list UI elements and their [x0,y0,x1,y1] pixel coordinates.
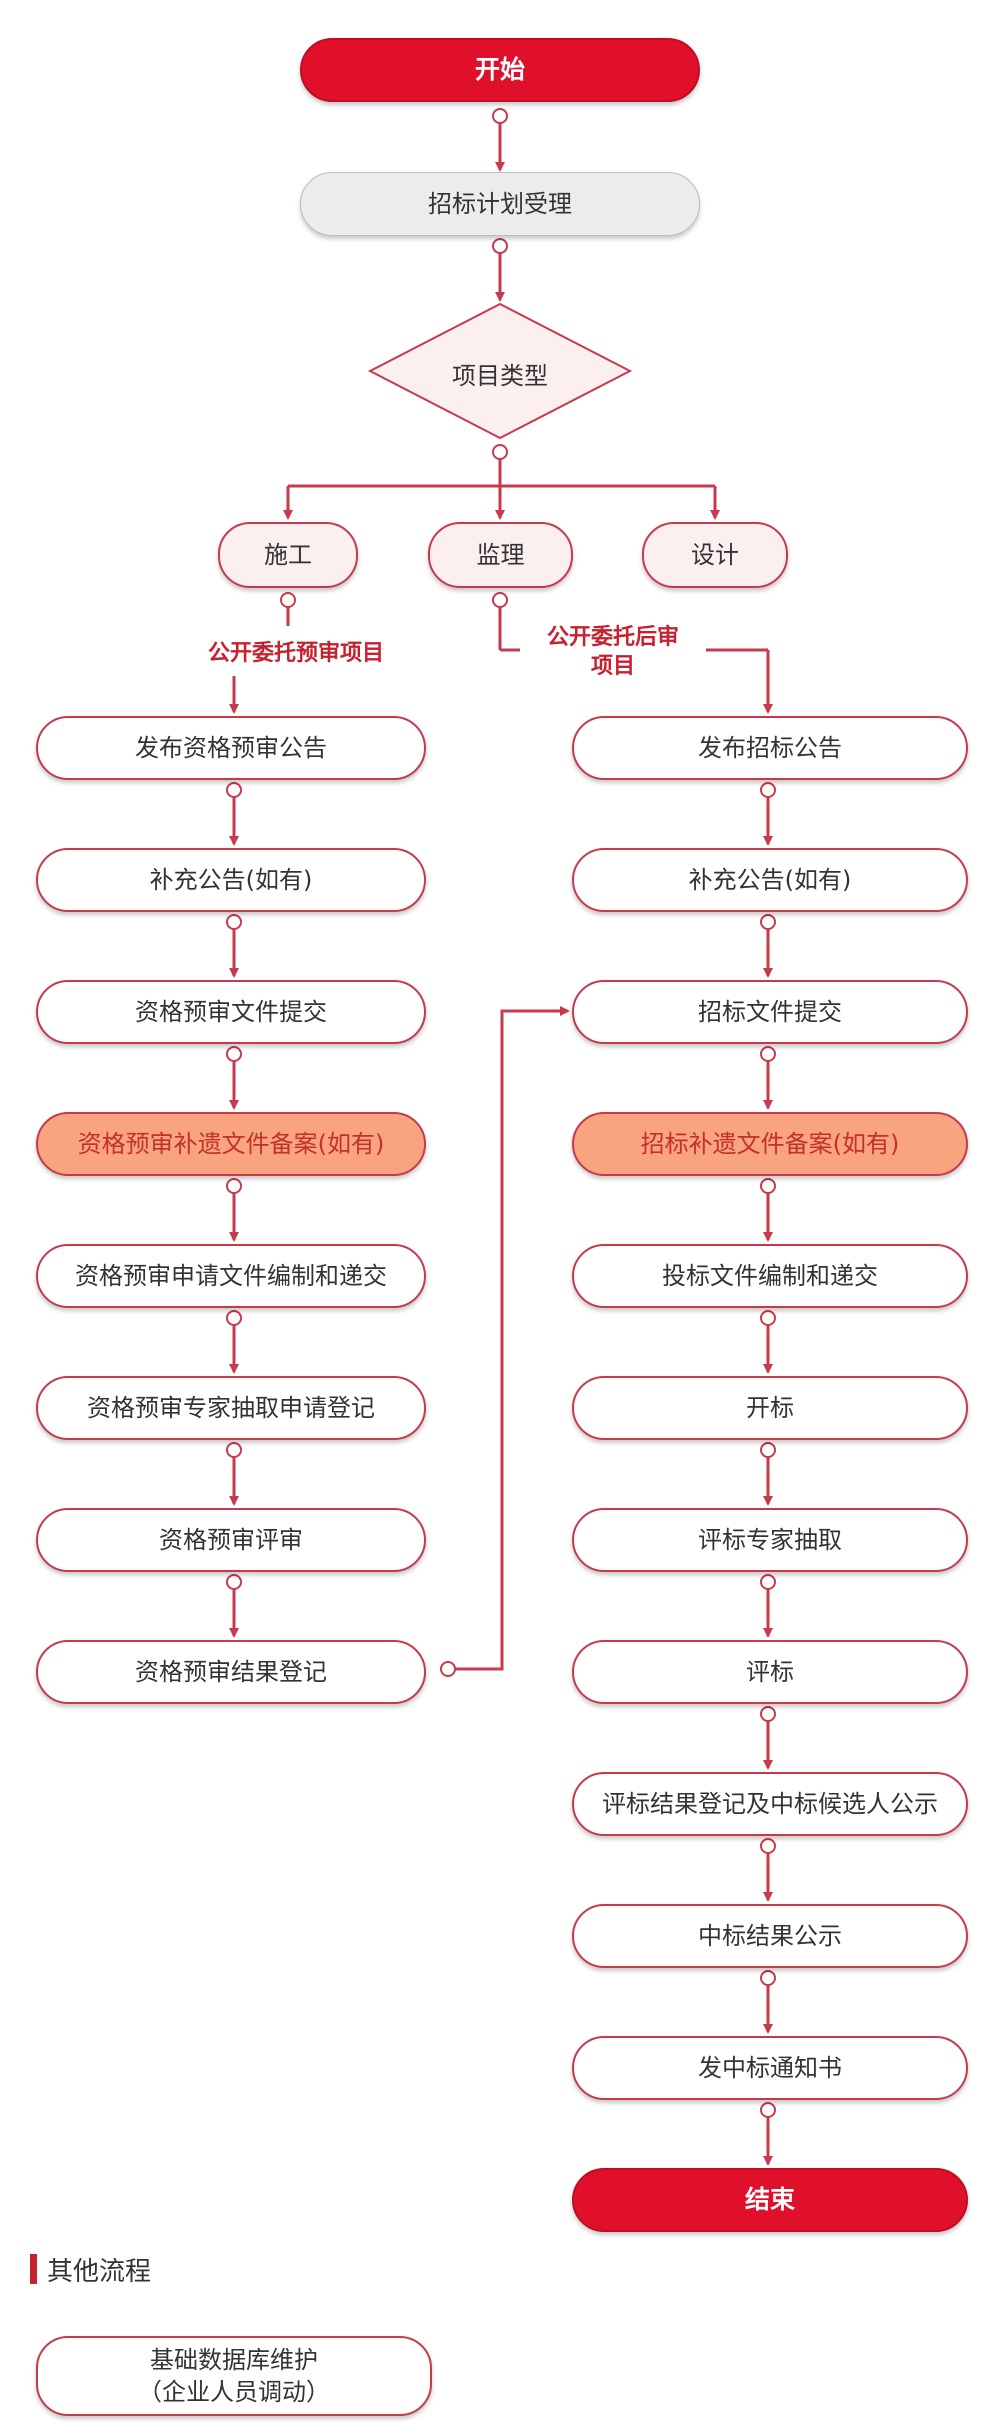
note-post-qualification-line2: 项目 [590,653,635,679]
left-step-label: 发布资格预审公告 [135,733,327,762]
left-step-label: 补充公告(如有) [149,865,313,894]
branch-construction-node[interactable]: 施工 [218,522,358,588]
right-step-label: 补充公告(如有) [688,865,852,894]
decision-diamond[interactable] [367,302,633,440]
left-step-label: 资格预审评审 [159,1525,303,1554]
left-column-connectors [226,782,242,1638]
right-step-result-candidate-publicity[interactable]: 评标结果登记及中标候选人公示 [572,1772,968,1836]
right-step-bid-prepare-submit[interactable]: 投标文件编制和递交 [572,1244,968,1308]
other-item-line2: （企业人员调动） [138,2378,330,2406]
right-step-publish-tender-notice[interactable]: 发布招标公告 [572,716,968,780]
right-column-connectors [760,782,776,2166]
right-step-label: 中标结果公示 [698,1921,842,1950]
left-step-label: 资格预审专家抽取申请登记 [87,1393,375,1422]
left-step-expert-draw-registration[interactable]: 资格预审专家抽取申请登记 [36,1376,426,1440]
other-process-title-text: 其他流程 [47,2256,152,2287]
right-step-label: 发中标通知书 [698,2053,842,2082]
start-node[interactable]: 开始 [300,38,700,102]
right-step-tender-doc-submit[interactable]: 招标文件提交 [572,980,968,1044]
other-basic-database-maintenance[interactable]: 基础数据库维护 （企业人员调动） [36,2336,432,2416]
branch-supervision-label: 监理 [476,540,525,569]
right-step-label: 评标专家抽取 [698,1525,842,1554]
branch-design-node[interactable]: 设计 [642,522,788,588]
left-step-prequal-result-registration[interactable]: 资格预审结果登记 [36,1640,426,1704]
left-step-prequal-doc-submit[interactable]: 资格预审文件提交 [36,980,426,1044]
note-post-qualification-projects: 公开委托后审 项目 [520,624,706,682]
branch-design-label: 设计 [691,540,739,569]
right-step-label: 开标 [746,1393,794,1422]
branch-construction-label: 施工 [264,540,312,569]
right-step-expert-draw[interactable]: 评标专家抽取 [572,1508,968,1572]
left-step-label: 资格预审文件提交 [135,997,327,1026]
right-step-label: 发布招标公告 [698,733,842,762]
left-step-publish-prequal-notice[interactable]: 发布资格预审公告 [36,716,426,780]
right-step-bid-opening[interactable]: 开标 [572,1376,968,1440]
right-step-bid-evaluation[interactable]: 评标 [572,1640,968,1704]
other-item-line1: 基础数据库维护 [150,2345,318,2374]
plan-accept-label: 招标计划受理 [428,189,572,218]
right-step-label: 评标结果登记及中标候选人公示 [602,1789,938,1818]
section-marker-bar [30,2254,37,2284]
note-post-qualification-line1: 公开委托后审 [546,625,679,650]
right-step-award-notification[interactable]: 发中标通知书 [572,2036,968,2100]
right-step-supplement-notice[interactable]: 补充公告(如有) [572,848,968,912]
left-step-label: 资格预审结果登记 [135,1657,327,1686]
left-step-prequal-review[interactable]: 资格预审评审 [36,1508,426,1572]
left-step-label: 资格预审补遗文件备案(如有) [77,1129,385,1158]
left-step-label: 资格预审申请文件编制和递交 [75,1261,387,1290]
branch-supervision-node[interactable]: 监理 [428,522,573,588]
right-step-label: 评标 [746,1657,794,1686]
left-step-prequal-addendum-filing[interactable]: 资格预审补遗文件备案(如有) [36,1112,426,1176]
start-label: 开始 [474,55,525,85]
left-step-supplement-notice[interactable]: 补充公告(如有) [36,848,426,912]
right-step-tender-addendum-filing[interactable]: 招标补遗文件备案(如有) [572,1112,968,1176]
note-prequalification-projects: 公开委托预审项目 [186,640,406,669]
left-step-application-prepare-submit[interactable]: 资格预审申请文件编制和递交 [36,1244,426,1308]
right-step-award-publicity[interactable]: 中标结果公示 [572,1904,968,1968]
plan-accept-node[interactable]: 招标计划受理 [300,172,700,236]
right-step-label: 投标文件编制和递交 [662,1261,878,1290]
end-label: 结束 [744,2185,795,2215]
other-process-title: 其他流程 [30,2252,152,2287]
right-step-label: 招标文件提交 [698,997,842,1026]
end-node[interactable]: 结束 [572,2168,968,2232]
right-step-label: 招标补遗文件备案(如有) [640,1129,900,1158]
decision-label: 项目类型 [452,362,548,390]
